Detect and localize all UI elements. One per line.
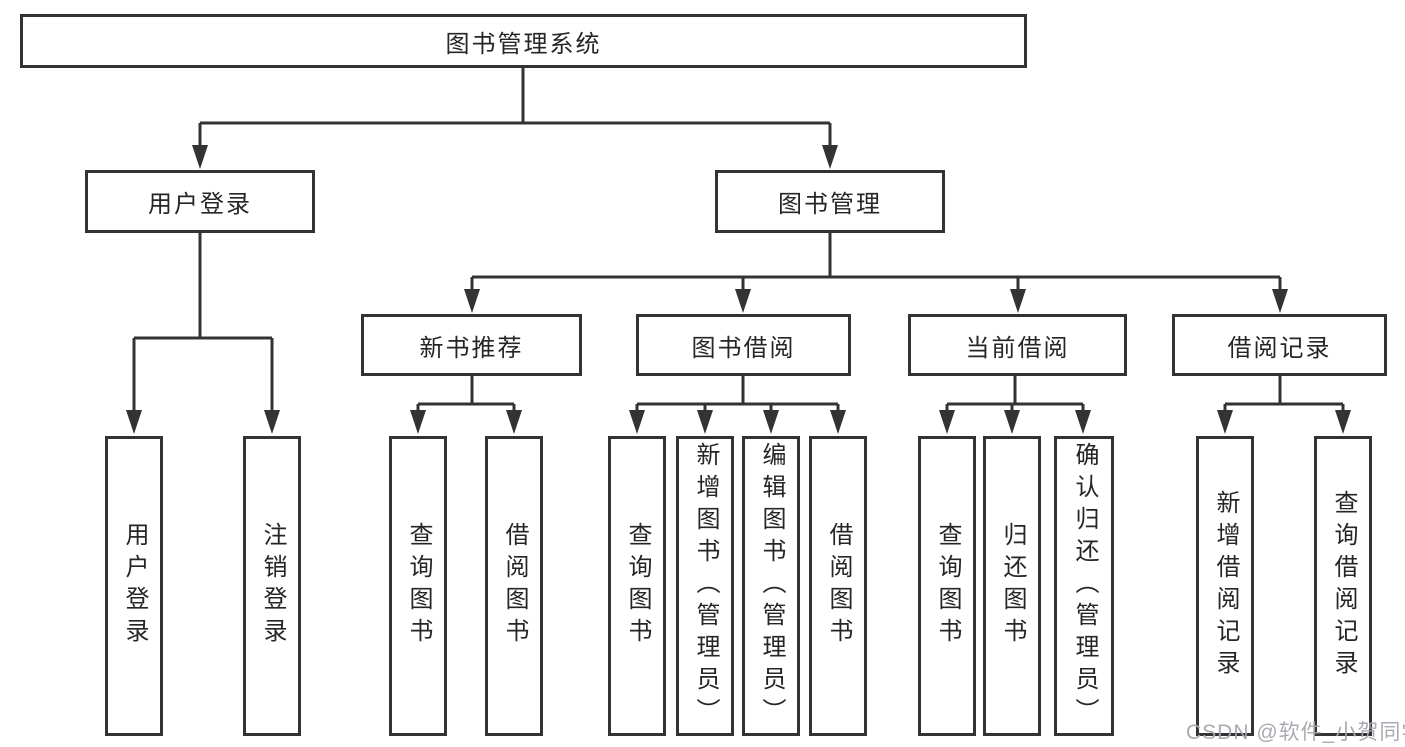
node-new-book-recommend: 新书推荐 — [361, 314, 582, 376]
node-borrow-records: 借阅记录 — [1172, 314, 1387, 376]
leaf-logout-login: 注销登录 — [243, 436, 301, 736]
leaf-user-login: 用户登录 — [105, 436, 163, 736]
leaf-add-book-admin-label: 新增图书（管理员） — [692, 442, 719, 730]
leaf-add-borrow-record-label: 新增借阅记录 — [1212, 490, 1239, 682]
leaf-query-book-current: 查询图书 — [918, 436, 976, 736]
leaf-confirm-return-admin: 确认归还（管理员） — [1054, 436, 1114, 736]
node-library-system: 图书管理系统 — [20, 14, 1027, 68]
leaf-query-book-borrow: 查询图书 — [608, 436, 666, 736]
leaf-query-book-borrow-label: 查询图书 — [624, 522, 651, 650]
node-user-login: 用户登录 — [85, 170, 315, 233]
leaf-edit-book-admin: 编辑图书（管理员） — [742, 436, 800, 736]
leaf-user-login-label: 用户登录 — [121, 522, 148, 650]
leaf-return-book: 归还图书 — [983, 436, 1041, 736]
node-borrow-records-label: 借阅记录 — [1227, 334, 1332, 362]
leaf-query-borrow-record: 查询借阅记录 — [1314, 436, 1372, 736]
node-new-book-recommend-label: 新书推荐 — [419, 334, 524, 362]
leaf-borrow-book: 借阅图书 — [809, 436, 867, 736]
leaf-borrow-book-recommend-label: 借阅图书 — [501, 522, 528, 650]
leaf-query-borrow-record-label: 查询借阅记录 — [1330, 490, 1357, 682]
leaf-edit-book-admin-label: 编辑图书（管理员） — [758, 442, 785, 730]
node-book-management: 图书管理 — [715, 170, 945, 233]
leaf-borrow-book-recommend: 借阅图书 — [485, 436, 543, 736]
leaf-query-book-recommend-label: 查询图书 — [405, 522, 432, 650]
watermark: CSDN @软件_小贺同学 — [1186, 721, 1405, 744]
leaf-confirm-return-admin-label: 确认归还（管理员） — [1071, 442, 1098, 730]
leaf-add-borrow-record: 新增借阅记录 — [1196, 436, 1254, 736]
node-library-system-label: 图书管理系统 — [445, 30, 602, 58]
leaf-borrow-book-label: 借阅图书 — [825, 522, 852, 650]
leaf-logout-login-label: 注销登录 — [259, 522, 286, 650]
leaf-return-book-label: 归还图书 — [999, 522, 1026, 650]
node-current-borrow-label: 当前借阅 — [965, 334, 1070, 362]
node-user-login-label: 用户登录 — [148, 191, 252, 218]
node-book-management-label: 图书管理 — [778, 191, 882, 218]
leaf-query-book-recommend: 查询图书 — [389, 436, 447, 736]
node-current-borrow: 当前借阅 — [908, 314, 1127, 376]
node-book-borrow: 图书借阅 — [636, 314, 851, 376]
node-book-borrow-label: 图书借阅 — [691, 334, 796, 362]
leaf-query-book-current-label: 查询图书 — [934, 522, 961, 650]
leaf-add-book-admin: 新增图书（管理员） — [676, 436, 734, 736]
